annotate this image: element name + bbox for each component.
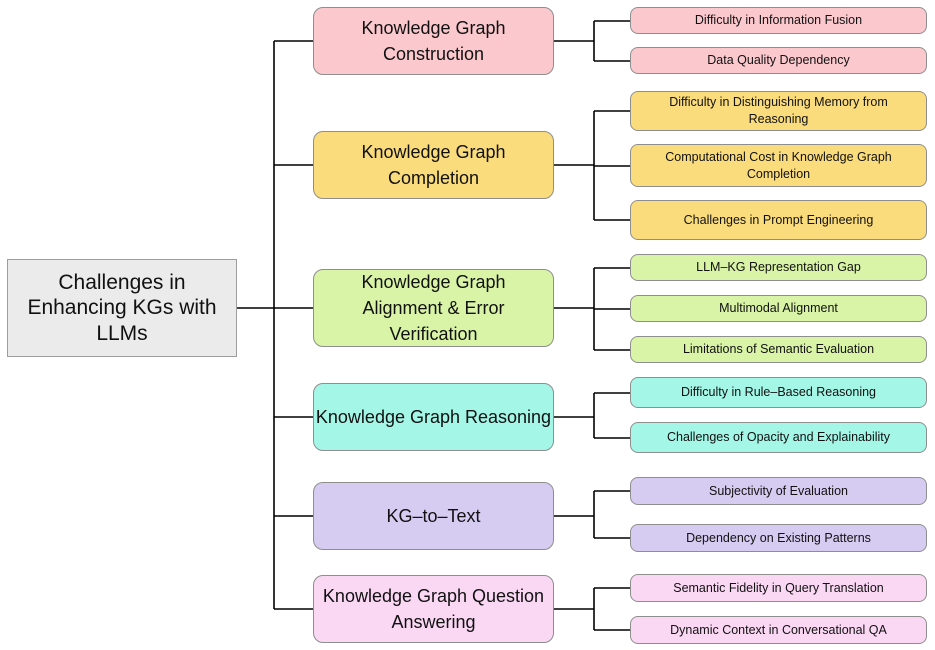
challenge-subjectivity-evaluation: Subjectivity of Evaluation — [630, 477, 927, 505]
challenge-data-quality: Data Quality Dependency — [630, 47, 927, 74]
challenge-existing-patterns: Dependency on Existing Patterns — [630, 524, 927, 552]
category-kg-construction: Knowledge Graph Construction — [313, 7, 554, 75]
challenge-information-fusion: Difficulty in Information Fusion — [630, 7, 927, 34]
challenge-opacity-explainability: Challenges of Opacity and Explainability — [630, 422, 927, 453]
challenge-memory-vs-reasoning: Difficulty in Distinguishing Memory from… — [630, 91, 927, 131]
category-kg-reasoning: Knowledge Graph Reasoning — [313, 383, 554, 451]
root-node: Challenges in Enhancing KGs with LLMs — [7, 259, 237, 357]
challenge-conversational-qa: Dynamic Context in Conversational QA — [630, 616, 927, 644]
challenge-multimodal-alignment: Multimodal Alignment — [630, 295, 927, 322]
challenge-prompt-engineering: Challenges in Prompt Engineering — [630, 200, 927, 240]
challenge-rule-based-reasoning: Difficulty in Rule–Based Reasoning — [630, 377, 927, 408]
challenge-representation-gap: LLM–KG Representation Gap — [630, 254, 927, 281]
challenge-query-translation: Semantic Fidelity in Query Translation — [630, 574, 927, 602]
category-kg-alignment: Knowledge Graph Alignment & Error Verifi… — [313, 269, 554, 347]
category-kg-question-answering: Knowledge Graph Question Answering — [313, 575, 554, 643]
challenge-semantic-evaluation: Limitations of Semantic Evaluation — [630, 336, 927, 363]
challenge-computational-cost: Computational Cost in Knowledge Graph Co… — [630, 144, 927, 187]
category-kg-to-text: KG–to–Text — [313, 482, 554, 550]
category-kg-completion: Knowledge Graph Completion — [313, 131, 554, 199]
